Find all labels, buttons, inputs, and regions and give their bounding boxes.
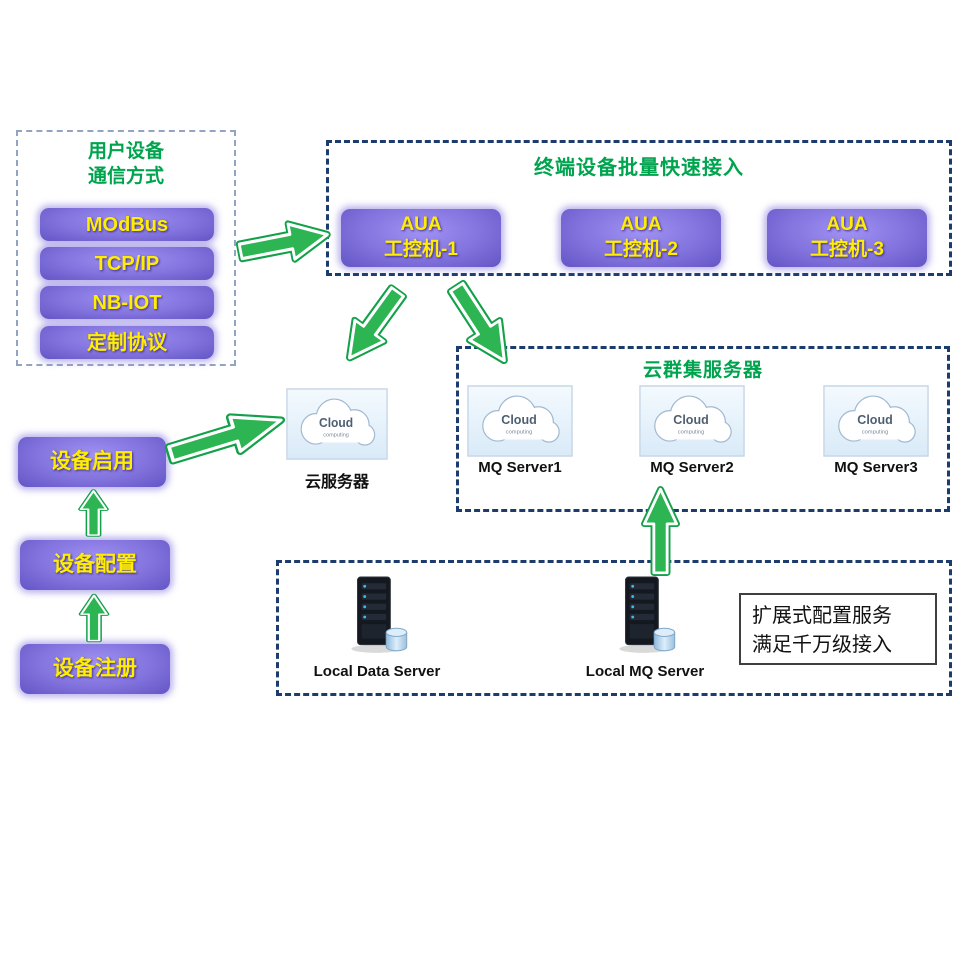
aua-node-2-line1: AUA xyxy=(620,214,662,236)
mq-server3-label: MQ Server3 xyxy=(834,459,918,476)
scalability-note-box: 扩展式配置服务 满足千万级接入 xyxy=(739,593,937,665)
cloud-server-label: 云服务器 xyxy=(304,474,369,491)
mq-server3-icon-subtitle: computing xyxy=(862,430,889,436)
mq-server2-icon-title: Cloud xyxy=(673,413,708,427)
aua-node-2-line2: 工控机-2 xyxy=(604,239,678,260)
arrow-config-to-enable xyxy=(78,489,109,537)
protocol-custom: 定制协议 xyxy=(40,326,214,359)
arrow-aua1-to-cloud-server xyxy=(345,284,407,362)
protocol-tcpip: TCP/IP xyxy=(40,247,214,280)
communication-title-line1: 用户设备 xyxy=(87,141,164,162)
arrow-aua1-to-cluster xyxy=(446,279,508,365)
step-device-register: 设备注册 xyxy=(20,644,170,694)
communication-box: 用户设备 通信方式 MOdBus TCP/IP NB-IOT 定制协议 xyxy=(16,130,236,366)
cloud-server-icon-subtitle: computing xyxy=(323,433,349,439)
aua-node-1-line2: 工控机-1 xyxy=(384,239,458,260)
arrow-comm-to-aua1 xyxy=(235,220,331,263)
aua-node-1-line1: AUA xyxy=(400,214,442,236)
cloud-cluster-title: 云群集服务器 xyxy=(642,360,763,381)
mq-server3-icon: Cloud computing xyxy=(823,385,929,457)
scalability-note-line2: 满足千万级接入 xyxy=(752,634,892,656)
communication-title-line2: 通信方式 xyxy=(87,165,164,187)
mq-server1-label: MQ Server1 xyxy=(478,459,562,476)
step-device-register-label: 设备注册 xyxy=(53,657,137,681)
protocol-nbiot: NB-IOT xyxy=(40,286,214,319)
step-device-config: 设备配置 xyxy=(20,540,170,590)
arrow-enable-to-cloud-server xyxy=(164,413,286,465)
protocol-nbiot-label: NB-IOT xyxy=(92,291,162,314)
mq-server2-icon-subtitle: computing xyxy=(678,430,705,436)
step-device-config-label: 设备配置 xyxy=(53,553,137,577)
terminal-access-title: 终端设备批量快速接入 xyxy=(534,157,744,179)
local-servers-box: Local Data Server Local MQ Server 扩展式配置服… xyxy=(276,560,952,696)
cloud-cluster-box: 云群集服务器 Cloud computing MQ Server1 Clo xyxy=(456,346,950,512)
mq-server1-icon-title: Cloud xyxy=(501,413,536,427)
aua-node-3-line2: 工控机-3 xyxy=(810,239,884,260)
mq-server1-icon: Cloud computing xyxy=(467,385,573,457)
local-data-server-label: Local Data Server xyxy=(313,663,441,680)
cloud-server-icon-title: Cloud xyxy=(319,416,353,430)
communication-box-title: 用户设备 通信方式 xyxy=(18,140,234,189)
protocol-modbus: MOdBus xyxy=(40,208,214,241)
mq-server1-icon-subtitle: computing xyxy=(506,430,533,436)
scalability-note-line1: 扩展式配置服务 xyxy=(752,605,892,627)
step-device-enable: 设备启用 xyxy=(18,437,166,487)
mq-server2-icon: Cloud computing xyxy=(639,385,745,457)
local-mq-server-label: Local MQ Server xyxy=(585,663,705,680)
cloud-server-icon: Cloud computing xyxy=(286,388,388,460)
protocol-modbus-label: MOdBus xyxy=(85,213,169,236)
arrow-localmq-to-mqserver2 xyxy=(641,486,680,576)
protocol-custom-label: 定制协议 xyxy=(87,331,167,354)
mq-server3-icon-title: Cloud xyxy=(857,413,892,427)
local-data-server-icon xyxy=(351,576,408,653)
arrow-register-to-config xyxy=(78,593,110,643)
aua-node-2: AUA 工控机-2 xyxy=(561,209,721,267)
step-device-enable-label: 设备启用 xyxy=(50,450,134,474)
mq-server2-label: MQ Server2 xyxy=(650,459,734,476)
protocol-tcpip-label: TCP/IP xyxy=(94,252,160,275)
aua-node-1: AUA 工控机-1 xyxy=(341,209,501,267)
terminal-access-box: 终端设备批量快速接入 AUA 工控机-1 AUA 工控机-2 AUA 工控机-3 xyxy=(326,140,952,276)
local-mq-server-icon xyxy=(619,576,676,653)
aua-node-3-line1: AUA xyxy=(826,214,868,236)
aua-node-3: AUA 工控机-3 xyxy=(767,209,927,267)
